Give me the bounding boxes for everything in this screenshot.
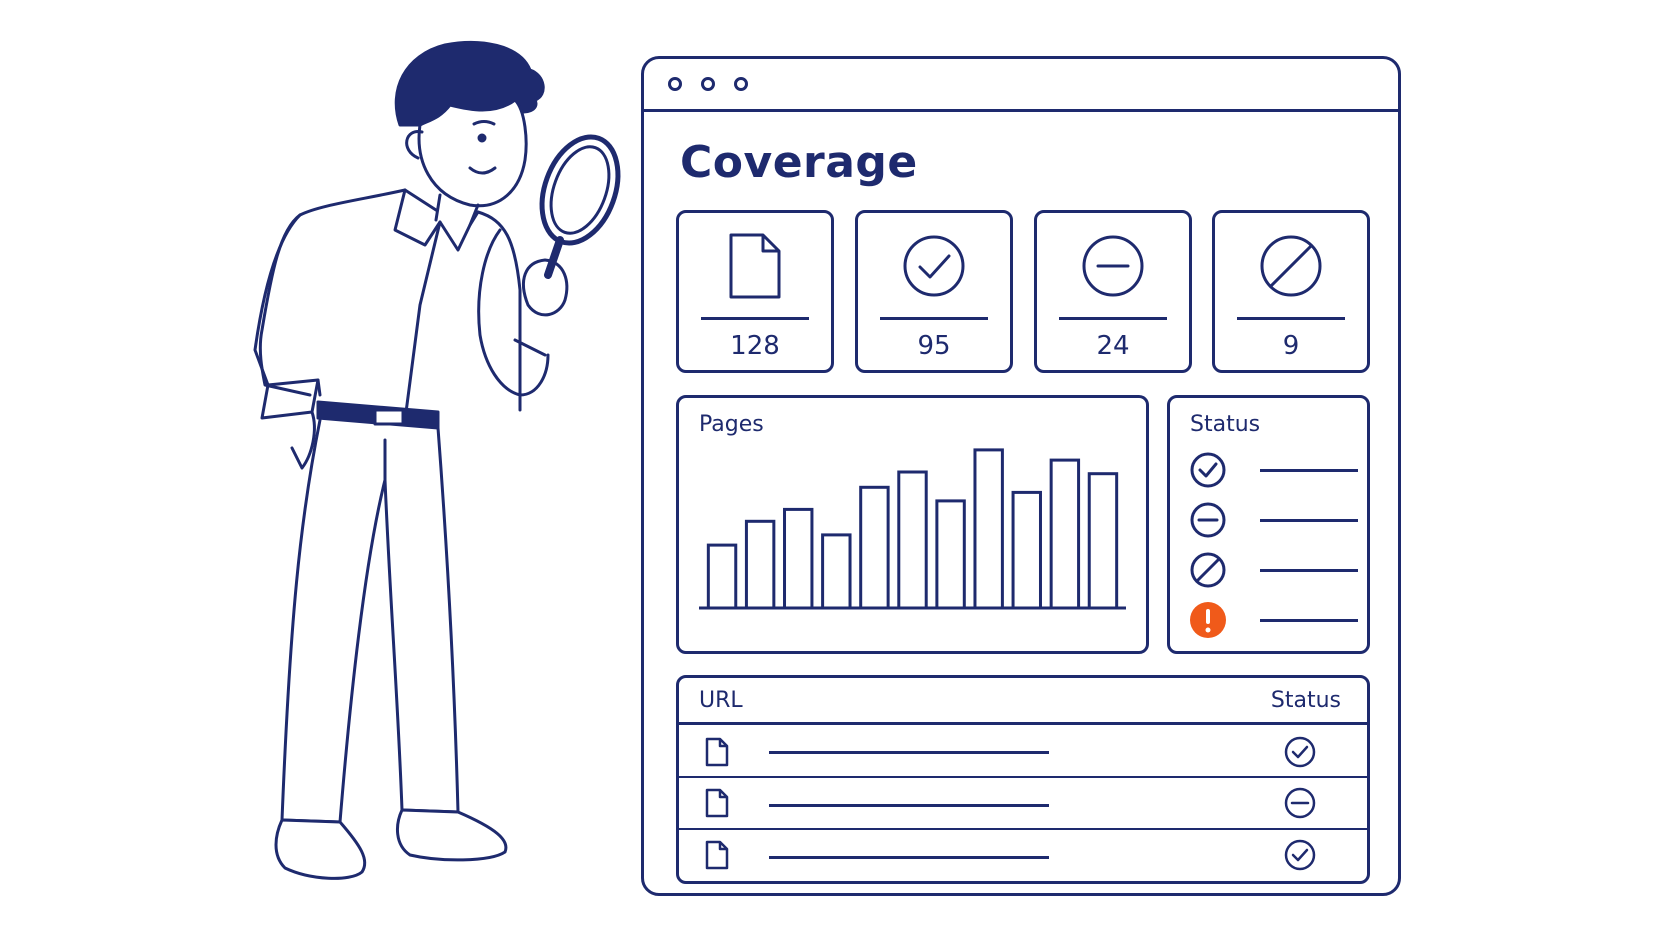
face (417, 98, 528, 208)
minus-circle-icon (1284, 787, 1316, 819)
status-item[interactable] (1188, 450, 1358, 490)
minus-circle-icon (1190, 502, 1226, 538)
table-row[interactable] (679, 725, 1367, 777)
chart-bar (744, 519, 776, 610)
person-illustration (253, 40, 621, 880)
stat-card-total[interactable]: 128 (676, 210, 834, 373)
status-item[interactable] (1188, 550, 1358, 590)
minus-circle-icon (1082, 235, 1144, 297)
stat-card-excluded[interactable]: 24 (1034, 210, 1192, 373)
warning-icon (1190, 602, 1226, 638)
window-titlebar (644, 59, 1398, 112)
chart-bar (1049, 458, 1081, 610)
chart-bar (897, 470, 928, 610)
window-control-dot[interactable] (668, 77, 682, 91)
url-table: URL Status (676, 675, 1370, 884)
chart-bar (1087, 472, 1119, 610)
document-icon (729, 233, 781, 299)
chart-bar (783, 507, 814, 610)
status-panel-title: Status (1190, 412, 1261, 437)
stat-card-blocked[interactable]: 9 (1212, 210, 1370, 373)
check-circle-icon (903, 235, 965, 297)
blocked-circle-icon (1190, 552, 1226, 588)
chart-bar (1011, 490, 1042, 610)
coverage-window: Coverage 128 95 24 (641, 56, 1401, 896)
status-item[interactable] (1188, 500, 1358, 540)
document-icon (705, 840, 729, 870)
chart-bar (859, 485, 890, 610)
document-icon (705, 788, 729, 818)
pages-chart-panel: Pages (676, 395, 1149, 654)
status-panel: Status (1167, 395, 1370, 654)
table-row[interactable] (679, 778, 1367, 830)
window-control-dot[interactable] (734, 77, 748, 91)
chart-bar (973, 448, 1004, 610)
stat-value: 24 (1096, 331, 1130, 361)
stat-value: 9 (1282, 331, 1300, 361)
pages-bar-chart (699, 448, 1126, 610)
page-title: Coverage (680, 137, 918, 188)
stat-value: 128 (730, 331, 780, 361)
url-column-header[interactable]: URL (699, 688, 743, 713)
magnifying-glass-icon (539, 134, 621, 279)
chart-bar (706, 543, 738, 610)
document-icon (705, 737, 729, 767)
check-circle-icon (1284, 839, 1316, 871)
check-circle-icon (1284, 736, 1316, 768)
check-circle-icon (1190, 452, 1226, 488)
chart-bar (935, 499, 966, 610)
stat-card-valid[interactable]: 95 (855, 210, 1013, 373)
status-column-header[interactable]: Status (1270, 688, 1341, 713)
status-item[interactable] (1188, 600, 1358, 640)
chart-title: Pages (699, 412, 764, 437)
window-control-dot[interactable] (701, 77, 715, 91)
stat-value: 95 (917, 331, 951, 361)
chart-bar (821, 533, 852, 610)
table-row[interactable] (679, 830, 1367, 882)
blocked-circle-icon (1260, 235, 1322, 297)
